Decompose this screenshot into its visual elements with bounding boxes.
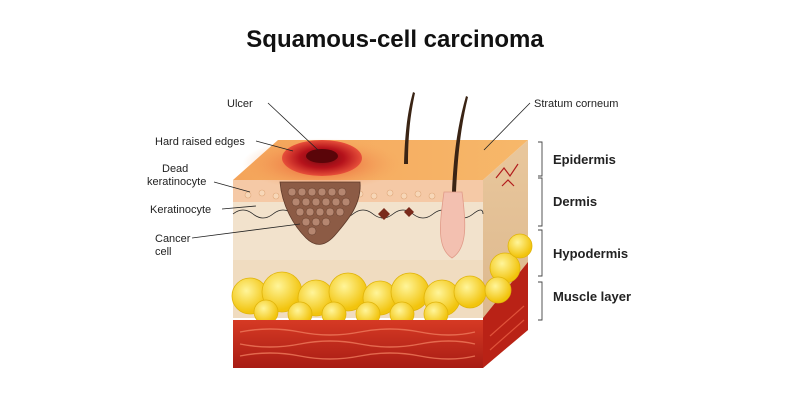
dead-keratinocyte-leader (213, 181, 251, 193)
label-ulcer: Ulcer (227, 98, 253, 110)
muscle-right-face (483, 262, 528, 368)
label-dead-keratinocyte-line1: Dead (162, 163, 188, 175)
layer-epidermis: Epidermis (553, 152, 616, 167)
label-stratum-corneum: Stratum corneum (534, 98, 618, 110)
ulcer-crater (306, 149, 338, 163)
ulcer-leader (267, 102, 319, 151)
muscle-fibers (239, 328, 476, 360)
stratum-corneum-leader (483, 102, 531, 151)
layer-brackets (538, 141, 543, 321)
layer-muscle: Muscle layer (553, 289, 631, 304)
keratinocyte-leader (221, 205, 257, 210)
label-cancer-cell-line2: cell (155, 246, 172, 258)
label-keratinocyte: Keratinocyte (150, 204, 211, 216)
diagram-title: Squamous-cell carcinoma (246, 26, 544, 53)
layer-dermis: Dermis (553, 194, 597, 209)
layer-hypodermis: Hypodermis (553, 246, 628, 261)
cancer-cells (287, 187, 351, 236)
capillary-loops (495, 163, 519, 187)
hard-raised-edges-leader (255, 140, 294, 152)
hair-shafts (404, 92, 468, 192)
muscle-side-fibers (489, 305, 525, 351)
label-hard-raised-edges: Hard raised edges (155, 136, 245, 148)
label-cancer-cell-line1: Cancer (155, 233, 191, 245)
melanocytes (378, 207, 414, 220)
hair-follicle (440, 191, 466, 259)
cancer-cell-leader (191, 223, 301, 239)
label-dead-keratinocyte-line2: keratinocyte (147, 176, 206, 188)
